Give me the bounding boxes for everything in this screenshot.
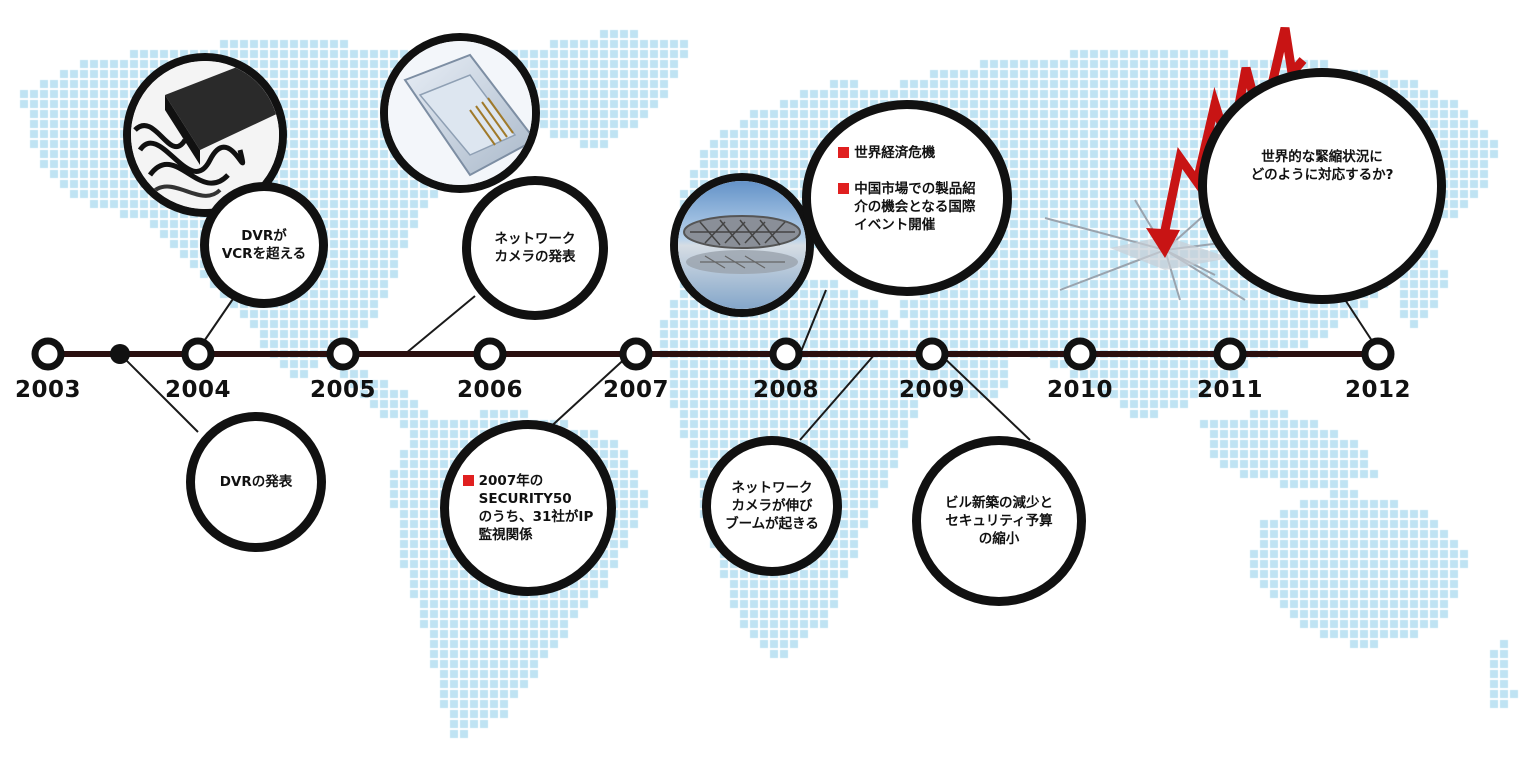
year-label-2011: 2011 (1196, 377, 1263, 403)
year-node-2011 (1213, 337, 1247, 371)
year-node-2010 (1063, 337, 1097, 371)
bubble-network-camera-boom-text: ネットワーク カメラが伸び ブームが起きる (725, 480, 819, 532)
year-label-2012: 2012 (1344, 377, 1411, 403)
year-node-2006 (473, 337, 507, 371)
year-label-2004: 2004 (164, 377, 231, 403)
bubble-global-tightening-text: 世界的な緊縮状況に どのように対応するか? (1250, 149, 1394, 183)
bubble-dvr-over-vcr-text: DVRが VCRを超える (221, 228, 307, 262)
connector-2005-top (404, 295, 476, 355)
connector-2007-bottom (544, 353, 631, 433)
year-node-2007 (619, 337, 653, 371)
bubble-dvr-release: DVRの発表 (186, 412, 326, 552)
bubble-network-camera-release-text: ネットワーク カメラの発表 (494, 231, 576, 265)
bubble-dvr-release-text: DVRの発表 (219, 474, 293, 490)
bubble-economic-crisis: 世界経済危機 中国市場での製品紹 介の機会となる国際 イベント開催 (802, 100, 1012, 296)
red-square-bullet-icon (462, 475, 474, 486)
year-label-2008: 2008 (752, 377, 819, 403)
bubble-security50: 2007年の SECURITY50 のうち、31社がIP 監視関係 (440, 420, 616, 596)
year-label-2007: 2007 (602, 377, 669, 403)
bubble-security50-text: 2007年の SECURITY50 のうち、31社がIP 監視関係 (462, 454, 594, 562)
bubble-network-camera-release: ネットワーク カメラの発表 (462, 176, 608, 320)
stadium-photo-icon (670, 173, 814, 317)
year-label-2005: 2005 (309, 377, 376, 403)
connector-2008-top (799, 289, 827, 355)
rj45-connector-icon (380, 33, 540, 193)
year-node-2004 (181, 337, 215, 371)
timeline-dot-small (110, 344, 130, 364)
bubble-dvr-over-vcr: DVRが VCRを超える (200, 182, 328, 308)
year-node-2008 (769, 337, 803, 371)
connector-2009-bottom (939, 353, 1031, 441)
crisis-item-1: 世界経済危機 (854, 145, 936, 161)
year-nodes (31, 337, 1395, 371)
connector-2008-bottom (799, 353, 876, 441)
red-square-bullet-icon (838, 183, 850, 194)
bubble-economic-crisis-text: 世界経済危機 中国市場での製品紹 介の機会となる国際 イベント開催 (838, 126, 976, 252)
year-node-2005 (326, 337, 360, 371)
red-square-bullet-icon (838, 147, 850, 158)
crack-shadow (1110, 236, 1230, 270)
connector-2003-bottom (119, 353, 199, 433)
year-node-2009 (915, 337, 949, 371)
year-label-2006: 2006 (456, 377, 523, 403)
security50-text: 2007年の SECURITY50 のうち、31社がIP 監視関係 (478, 473, 594, 543)
year-node-2003 (31, 337, 65, 371)
year-node-2012 (1361, 337, 1395, 371)
year-label-2003: 2003 (14, 377, 81, 403)
bubble-network-camera-boom: ネットワーク カメラが伸び ブームが起きる (702, 436, 842, 576)
bubble-building-decline-text: ビル新築の減少と セキュリティ予算 の縮小 (945, 495, 1053, 547)
year-label-2010: 2010 (1046, 377, 1113, 403)
year-label-2009: 2009 (898, 377, 965, 403)
bubble-building-decline: ビル新築の減少と セキュリティ予算 の縮小 (912, 436, 1086, 606)
crisis-item-2: 中国市場での製品紹 介の機会となる国際 イベント開催 (854, 181, 976, 233)
bubble-global-tightening: 世界的な緊縮状況に どのように対応するか? (1198, 68, 1446, 304)
